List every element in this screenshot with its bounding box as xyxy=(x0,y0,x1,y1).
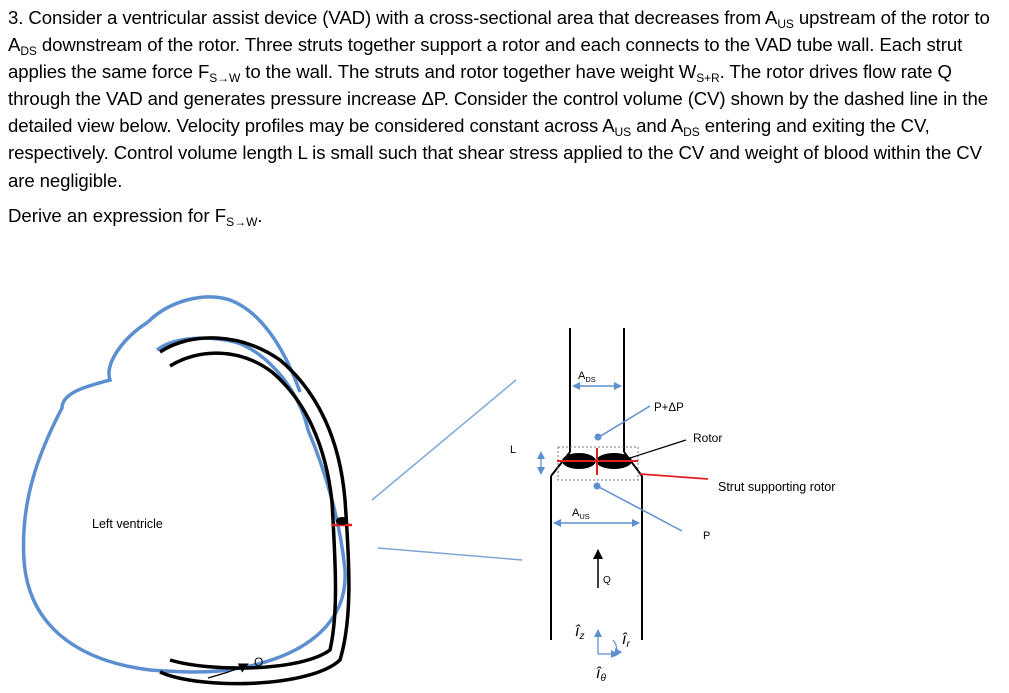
problem-text: entering and exiting the CV, respectivel… xyxy=(8,115,982,191)
q-heart-label: Q xyxy=(254,655,263,669)
ventricle-outline xyxy=(21,320,151,672)
rotor-label: Rotor xyxy=(693,431,722,445)
rotor-leader xyxy=(629,439,687,459)
control-volume-box xyxy=(557,446,639,481)
strut-label: Strut supporting rotor xyxy=(718,480,835,494)
problem-text: downstream of the rotor. Three struts to… xyxy=(8,34,963,83)
q-tube-label: Q xyxy=(603,575,611,586)
ir-label: îr xyxy=(622,631,630,650)
derive-prompt: Derive an expression for FS→W. xyxy=(8,202,263,229)
strut-leader xyxy=(639,473,709,480)
itheta-arc xyxy=(612,639,623,657)
derive-period: . xyxy=(257,205,263,226)
p-plus-dp-leader xyxy=(598,405,651,438)
zoom-line-bottom xyxy=(377,547,523,561)
aorta-outline xyxy=(146,295,302,393)
subscript-sw: S→W xyxy=(209,71,241,86)
subscript-ds: DS xyxy=(683,125,700,140)
vad-tube-outer xyxy=(159,336,351,686)
left-ventricle-label: Left ventricle xyxy=(92,517,163,531)
q-flow-arrow-heart xyxy=(207,663,249,679)
vad-rotor-dot xyxy=(336,517,348,525)
vad-tube-heart xyxy=(159,336,352,686)
problem-text: and A xyxy=(631,115,684,137)
p-label: P xyxy=(703,530,710,542)
subscript-us: US xyxy=(614,125,632,140)
vad-tube-inner xyxy=(169,351,338,670)
problem-text: 3. Consider a ventricular assist device … xyxy=(8,7,778,28)
itheta-label: îθ xyxy=(596,665,606,684)
subscript-us: US xyxy=(777,17,794,31)
problem-text: to the wall. The struts and rotor togeth… xyxy=(240,61,697,83)
derive-text: Derive an expression for F xyxy=(8,205,227,226)
p-dot xyxy=(593,482,601,490)
subscript-sw: S→W xyxy=(226,215,258,229)
iz-label: îz xyxy=(575,623,584,642)
a-us-label: AUS xyxy=(572,507,590,521)
zoom-line-top xyxy=(371,379,517,501)
heart-diagram xyxy=(21,295,347,674)
problem-statement: 3. Consider a ventricular assist device … xyxy=(8,4,1003,194)
problem-text: . The rotor drives flow rate Q through t… xyxy=(8,61,988,137)
p-plus-dp-dot xyxy=(594,433,602,441)
ventricle-right-wall xyxy=(149,429,347,674)
p-leader xyxy=(596,485,683,532)
problem-paragraph: 3. Consider a ventricular assist device … xyxy=(8,4,1003,194)
problem-text: upstream of the rotor to A xyxy=(8,7,990,56)
subscript-sr: S+R xyxy=(696,71,720,86)
l-label: L xyxy=(510,444,516,456)
vad-detail xyxy=(537,328,709,658)
p-plus-dp-label: P+ΔP xyxy=(654,402,684,414)
subscript-ds: DS xyxy=(20,44,37,59)
a-ds-label: ADS xyxy=(578,370,596,384)
